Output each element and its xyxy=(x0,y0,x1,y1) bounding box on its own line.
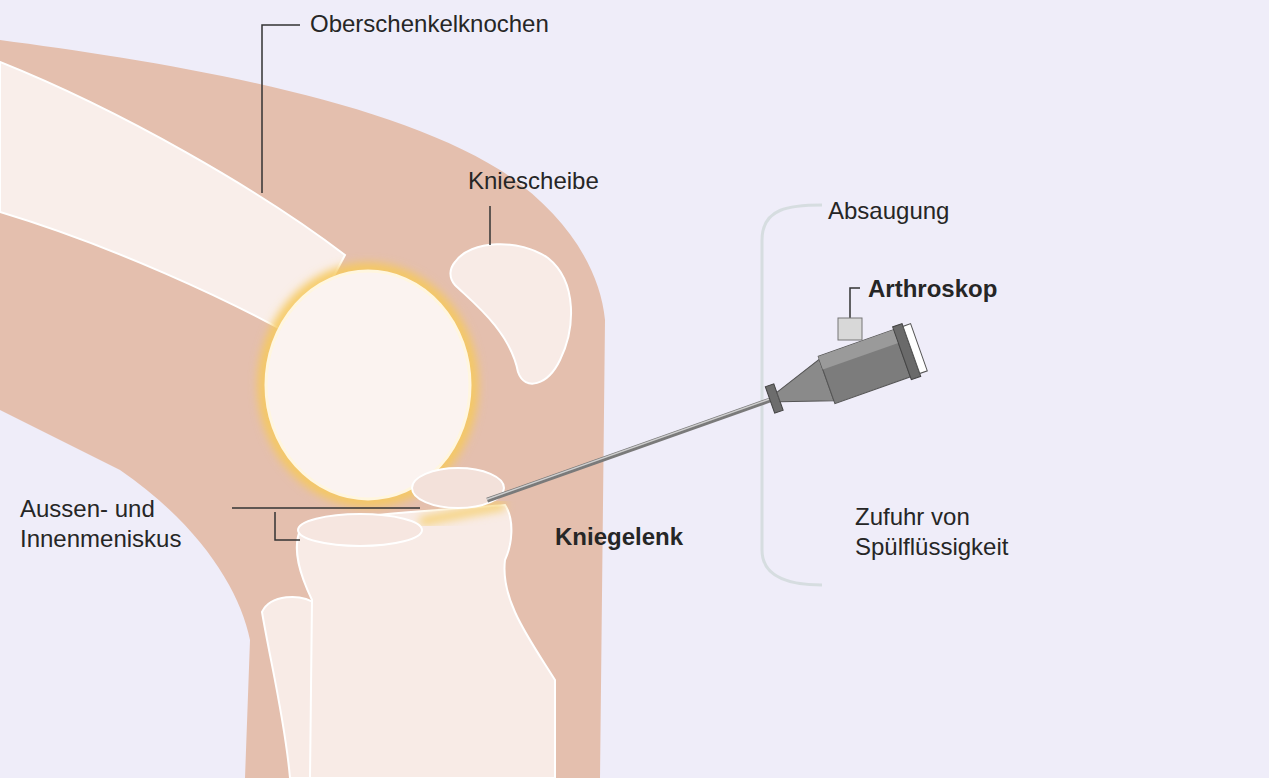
leader-line xyxy=(275,512,300,540)
leader-line xyxy=(489,206,491,245)
leader-line xyxy=(232,507,420,509)
tibia xyxy=(297,505,555,778)
femur-condyle xyxy=(266,271,470,499)
fluid-label: Absaugung xyxy=(828,196,949,226)
leg-outline xyxy=(0,40,605,778)
arthroscope-port xyxy=(838,318,862,340)
instrument-label: Arthroskop xyxy=(868,274,997,304)
joint-label: Kniegelenk xyxy=(555,522,683,552)
leader-line xyxy=(262,25,300,193)
outer-meniscus xyxy=(412,468,504,508)
leader-line xyxy=(850,288,860,318)
fluid-label: Zufuhr von Spülflüssigkeit xyxy=(855,502,1095,562)
meniscus-label: Aussen- und Innenmeniskus xyxy=(20,494,225,554)
bone-label: Oberschenkelknochen xyxy=(310,9,549,39)
inner-meniscus xyxy=(298,514,422,546)
patella xyxy=(450,244,571,383)
arthroscope xyxy=(478,321,928,527)
femur-condyle-glow xyxy=(264,269,472,501)
bone-label: Kniescheibe xyxy=(468,166,599,196)
